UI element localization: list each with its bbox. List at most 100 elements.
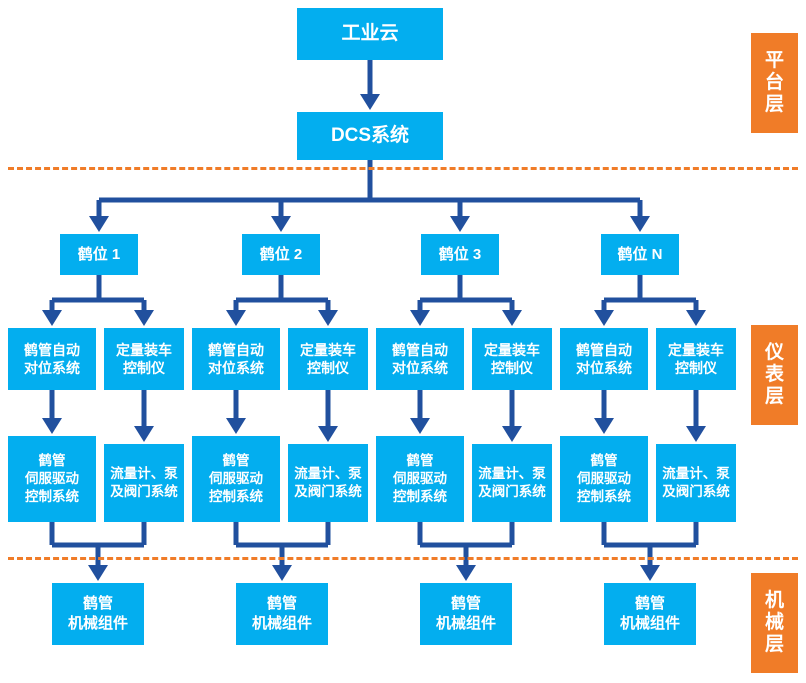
node-label-line: 鹤管自动 — [392, 341, 448, 358]
node-label-line: 机械组件 — [251, 615, 312, 632]
node-control-1[interactable]: 鹤管 伺服驱动 控制系统 — [8, 436, 96, 522]
node-control-4[interactable]: 流量计、泵 及阀门系统 — [288, 444, 368, 522]
node-label-line: 对位系统 — [392, 360, 448, 376]
node-mechanical-4[interactable]: 鹤管 机械组件 — [604, 583, 696, 645]
node-instrument-8[interactable]: 定量装车 控制仪 — [656, 328, 736, 390]
node-label-line: 对位系统 — [208, 360, 264, 376]
node-label-line: 伺服驱动 — [209, 471, 263, 487]
arrow-dcs-to-bay-3-head — [450, 216, 470, 232]
node-label-line: 鹤管 — [222, 453, 250, 469]
layer-tag-char: 台 — [764, 71, 784, 93]
layer-tag-char: 械 — [764, 611, 784, 633]
node-label-line: 定量装车 — [484, 341, 540, 358]
node-label-line: 定量装车 — [116, 341, 172, 358]
node-control-7[interactable]: 鹤管 伺服驱动 控制系统 — [560, 436, 648, 522]
node-label-line: 机械组件 — [435, 615, 496, 632]
arrow-bay-3-to-instrument-right-head — [502, 310, 522, 326]
layer-tag-char: 平 — [764, 49, 784, 71]
node-label-line: 机械组件 — [67, 615, 128, 632]
arrow-bay-4-to-instrument-left-head — [594, 310, 614, 326]
node-label-line: 鹤管 — [82, 595, 113, 613]
node-instrument-5[interactable]: 鹤管自动 对位系统 — [376, 328, 464, 390]
node-label-line: 控制系统 — [393, 488, 447, 504]
node-label-line: 控制仪 — [307, 360, 349, 376]
arrow-bay-2-to-instrument-left-head — [226, 310, 246, 326]
layer-tag-char: 层 — [764, 94, 784, 116]
layer-tag-platform: 平 台 层 — [751, 33, 798, 133]
arrow-dcs-to-bay-4-head — [630, 216, 650, 232]
node-bay-2[interactable]: 鹤位 2 — [242, 234, 320, 275]
node-label-line: 控制系统 — [25, 488, 79, 504]
node-mechanical-2[interactable]: 鹤管 机械组件 — [236, 583, 328, 645]
node-instrument-4[interactable]: 定量装车 控制仪 — [288, 328, 368, 390]
node-dcs-system[interactable]: DCS系统 — [297, 112, 443, 160]
node-label-line: 鹤管 — [590, 453, 618, 469]
node-control-8[interactable]: 流量计、泵 及阀门系统 — [656, 444, 736, 522]
node-label-line: 鹤管 — [38, 453, 66, 469]
node-control-6[interactable]: 流量计、泵 及阀门系统 — [472, 444, 552, 522]
node-control-3[interactable]: 鹤管 伺服驱动 控制系统 — [192, 436, 280, 522]
node-control-2[interactable]: 流量计、泵 及阀门系统 — [104, 444, 184, 522]
node-instrument-6[interactable]: 定量装车 控制仪 — [472, 328, 552, 390]
node-industrial-cloud[interactable]: 工业云 — [297, 8, 443, 60]
layer-tag-char: 表 — [764, 363, 784, 385]
node-label-line: 及阀门系统 — [478, 484, 546, 499]
node-label-line: 定量装车 — [668, 341, 724, 358]
node-label-line: 及阀门系统 — [110, 484, 178, 499]
node-label-line: 控制仪 — [123, 360, 165, 376]
node-label-line: 控制仪 — [491, 360, 533, 376]
node-mechanical-1[interactable]: 鹤管 机械组件 — [52, 583, 144, 645]
node-instrument-1[interactable]: 鹤管自动 对位系统 — [8, 328, 96, 390]
node-label-line: 控制仪 — [675, 360, 717, 376]
layer-tag-char: 仪 — [764, 341, 784, 363]
node-label-line: 及阀门系统 — [294, 484, 362, 499]
node-instrument-7[interactable]: 鹤管自动 对位系统 — [560, 328, 648, 390]
node-label-line: 伺服驱动 — [25, 471, 79, 487]
node-label: 鹤位 N — [617, 245, 663, 263]
node-instrument-3[interactable]: 鹤管自动 对位系统 — [192, 328, 280, 390]
node-label-line: 控制系统 — [577, 488, 631, 504]
arrow-instrument-to-control-5-head — [410, 418, 430, 434]
arrow-instrument-to-control-2-head — [134, 426, 154, 442]
node-label-line: 鹤管 — [266, 595, 297, 613]
node-label-line: 鹤管自动 — [576, 341, 632, 358]
arrow-instrument-to-control-6-head — [502, 426, 522, 442]
node-label-line: 鹤管 — [634, 595, 665, 613]
arrow-instrument-to-control-7-head — [594, 418, 614, 434]
node-label-line: 流量计、泵 — [294, 466, 362, 482]
node-bay-1[interactable]: 鹤位 1 — [60, 234, 138, 275]
divider-instrument-mechanical — [8, 557, 798, 560]
arrow-instrument-to-control-3-head — [226, 418, 246, 434]
node-control-5[interactable]: 鹤管 伺服驱动 控制系统 — [376, 436, 464, 522]
layer-tag-instrument: 仪 表 层 — [751, 325, 798, 425]
node-label-line: 伺服驱动 — [393, 471, 447, 487]
node-label: 鹤位 2 — [259, 245, 303, 263]
node-label-line: 对位系统 — [576, 360, 632, 376]
arrow-dcs-to-bay-1-head — [89, 216, 109, 232]
arrow-instrument-to-control-1-head — [42, 418, 62, 434]
arrow-bay-3-to-instrument-left-head — [410, 310, 430, 326]
node-label-line: 流量计、泵 — [662, 466, 730, 482]
arrow-dcs-to-bay-2-head — [271, 216, 291, 232]
arrow-bay-4-to-instrument-right-head — [686, 310, 706, 326]
arrow-bay-1-to-instrument-right-head — [134, 310, 154, 326]
layer-tag-char: 机 — [764, 589, 784, 611]
node-label-line: 控制系统 — [209, 488, 263, 504]
node-label-line: 鹤管自动 — [24, 341, 80, 358]
node-label-line: 定量装车 — [300, 341, 356, 358]
layer-tag-mechanical: 机 械 层 — [751, 573, 798, 673]
node-mechanical-3[interactable]: 鹤管 机械组件 — [420, 583, 512, 645]
node-bay-3[interactable]: 鹤位 3 — [421, 234, 499, 275]
node-label: 工业云 — [341, 23, 399, 45]
arrow-bay-2-to-instrument-right-head — [318, 310, 338, 326]
node-label: 鹤位 1 — [77, 245, 121, 263]
node-instrument-2[interactable]: 定量装车 控制仪 — [104, 328, 184, 390]
node-label-line: 及阀门系统 — [662, 484, 730, 499]
node-label: DCS系统 — [330, 125, 410, 147]
node-label-line: 对位系统 — [24, 360, 80, 376]
arrow-merge-3-to-mechanical-head — [456, 565, 476, 581]
node-label-line: 机械组件 — [619, 615, 680, 632]
arrow-merge-1-to-mechanical-head — [88, 565, 108, 581]
arrow-bay-1-to-instrument-left-head — [42, 310, 62, 326]
node-bay-4[interactable]: 鹤位 N — [601, 234, 679, 275]
